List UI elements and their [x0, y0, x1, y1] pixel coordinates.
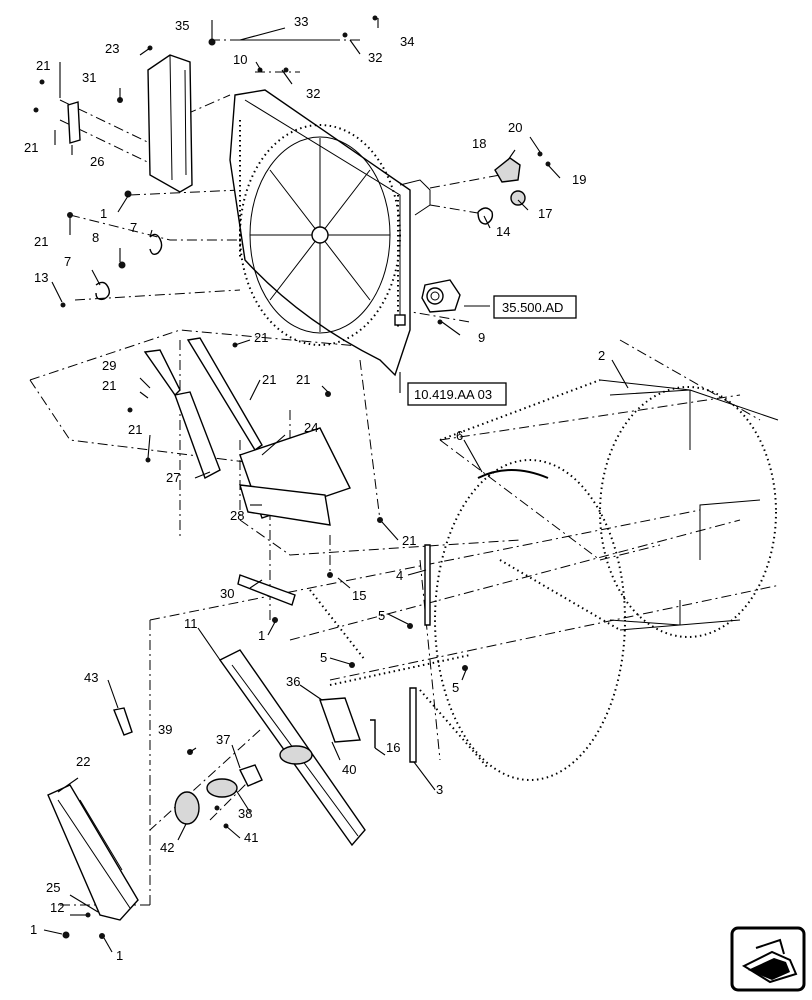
callout-1b: 1	[258, 628, 265, 643]
callout-1c: 1	[30, 922, 37, 937]
rotor-rods	[329, 544, 489, 769]
callout-29: 29	[102, 358, 116, 373]
callout-24: 24	[304, 420, 318, 435]
reference-label: 10.419.AA 03	[414, 387, 492, 402]
callout-6: 6	[456, 428, 463, 443]
lower-shields	[143, 337, 366, 661]
callout-15: 15	[352, 588, 366, 603]
callout-43: 43	[84, 670, 98, 685]
callout-4: 4	[396, 568, 403, 583]
callout-5c: 5	[452, 680, 459, 695]
callout-31: 31	[82, 70, 96, 85]
callout-5b: 5	[320, 650, 327, 665]
callout-labels: 35 33 34 32 10 32 23 21 31 21 26 1 21 8 …	[24, 14, 605, 963]
callout-30: 30	[220, 586, 234, 601]
callout-34: 34	[400, 34, 414, 49]
callout-8: 8	[92, 230, 99, 245]
bearing-parts	[477, 157, 526, 225]
callout-32: 32	[368, 50, 382, 65]
callout-21b: 21	[24, 140, 38, 155]
reference-link-35-500-ad[interactable]: 35.500.AD	[493, 295, 577, 319]
rotor-drum-2	[439, 379, 779, 638]
callout-35: 35	[175, 18, 189, 33]
callout-21: 21	[36, 58, 50, 73]
callout-18: 18	[472, 136, 486, 151]
callout-36: 36	[286, 674, 300, 689]
callout-21f: 21	[296, 372, 310, 387]
callout-21e: 21	[262, 372, 276, 387]
callout-12: 12	[50, 900, 64, 915]
callout-23: 23	[105, 41, 119, 56]
callout-20: 20	[508, 120, 522, 135]
callout-41: 41	[244, 830, 258, 845]
callout-2: 2	[598, 348, 605, 363]
callout-21h: 21	[128, 422, 142, 437]
callout-1d: 1	[116, 948, 123, 963]
callout-21i: 21	[402, 533, 416, 548]
fan-blade-11	[218, 649, 366, 847]
hub-parts	[113, 697, 361, 825]
callout-13: 13	[34, 270, 48, 285]
callout-21g: 21	[102, 378, 116, 393]
bracket-26	[67, 101, 81, 144]
callout-28: 28	[230, 508, 244, 523]
callout-17: 17	[538, 206, 552, 221]
assembly-guide-lines	[29, 39, 781, 906]
callout-22: 22	[76, 754, 90, 769]
callout-7: 7	[130, 220, 137, 235]
callout-37: 37	[216, 732, 230, 747]
callout-42: 42	[160, 840, 174, 855]
callout-40: 40	[342, 762, 356, 777]
callout-33: 33	[294, 14, 308, 29]
callout-9: 9	[478, 330, 485, 345]
fan-shroud-assembly	[229, 89, 431, 377]
callout-7b: 7	[64, 254, 71, 269]
callout-38: 38	[238, 806, 252, 821]
callout-1: 1	[100, 206, 107, 221]
side-shield-23	[147, 54, 193, 193]
ring-hoop-6	[434, 459, 626, 781]
reference-link-10-419-aa-03[interactable]: 10.419.AA 03	[407, 382, 507, 406]
callout-3: 3	[436, 782, 443, 797]
next-page-arrow-icon[interactable]	[730, 926, 806, 992]
callout-25: 25	[46, 880, 60, 895]
reference-label: 35.500.AD	[502, 300, 563, 315]
callout-10: 10	[233, 52, 247, 67]
callout-21d: 21	[254, 330, 268, 345]
callout-27: 27	[166, 470, 180, 485]
callout-14: 14	[496, 224, 510, 239]
callout-26: 26	[90, 154, 104, 169]
callout-32b: 32	[306, 86, 320, 101]
callout-5: 5	[378, 608, 385, 623]
leader-lines	[43, 18, 629, 953]
callout-21c: 21	[34, 234, 48, 249]
callout-39: 39	[158, 722, 172, 737]
springs-7	[95, 233, 163, 301]
callout-16: 16	[386, 740, 400, 755]
hydraulic-motor	[421, 279, 461, 313]
callout-11: 11	[184, 616, 198, 631]
callout-19: 19	[572, 172, 586, 187]
